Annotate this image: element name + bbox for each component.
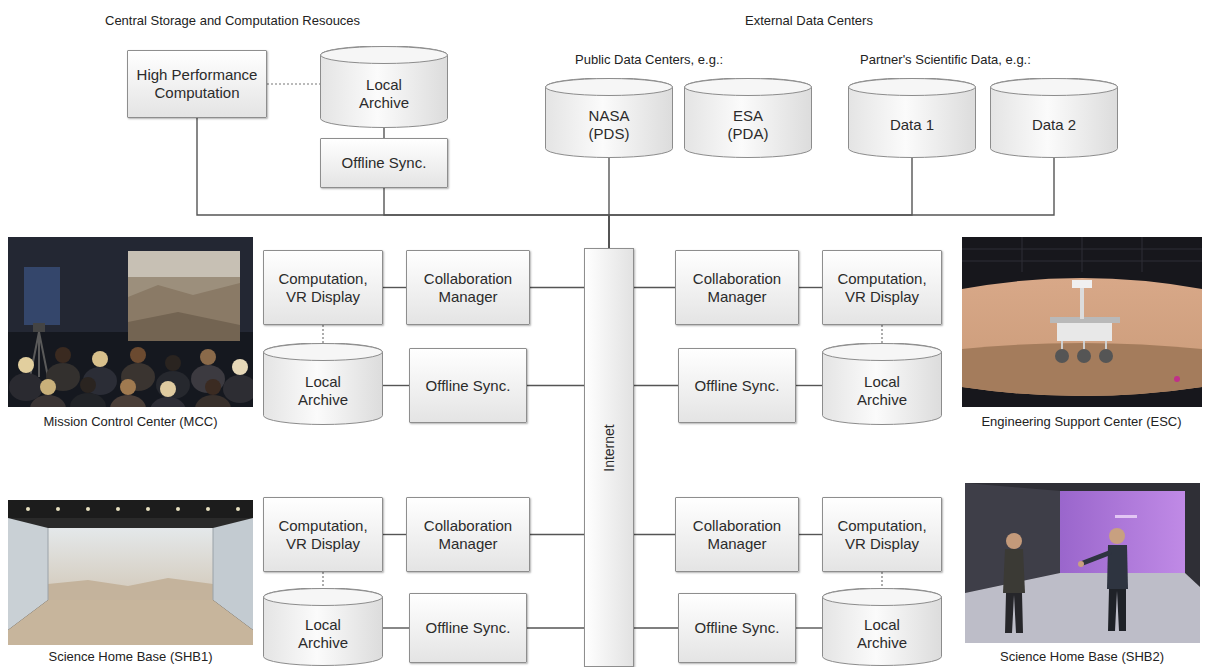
connector (384, 188, 609, 248)
box-label: Offline Sync. (426, 619, 511, 637)
box-label: NASA (PDS) (579, 107, 639, 143)
connector (322, 572, 323, 588)
connector (634, 627, 678, 628)
box-label: Local Archive (288, 616, 358, 652)
connector (634, 287, 675, 288)
connector (383, 385, 409, 386)
label-holder: Science Home Base (SHB1) (8, 647, 253, 665)
mcc-photo (8, 237, 253, 407)
connector (383, 627, 409, 628)
connector (796, 627, 822, 628)
connector (799, 534, 822, 535)
box-label: Computation, VR Display (832, 270, 932, 306)
box-label: Offline Sync. (695, 377, 780, 395)
process-box: Collaboration Manager (675, 250, 799, 325)
label-holder: Science Home Base (SHB2) (962, 647, 1202, 665)
esc-photo (962, 237, 1202, 407)
connector (634, 534, 675, 535)
process-box: Offline Sync. (678, 348, 796, 423)
photo-caption: Science Home Base (SHB1) (48, 649, 212, 665)
box-label: ESA (PDA) (718, 107, 778, 143)
database-cylinder: Local Archive (320, 46, 448, 128)
connector (383, 534, 406, 535)
box-label: Collaboration Manager (414, 517, 522, 553)
process-box: Offline Sync. (409, 593, 527, 663)
label-holder: Mission Control Center (MCC) (8, 412, 253, 430)
network-bar: Internet (584, 248, 634, 667)
box-label: Data 2 (1032, 116, 1076, 134)
box-label: Local Archive (847, 373, 917, 409)
connector (799, 287, 822, 288)
process-box: Computation, VR Display (263, 250, 383, 325)
connector (530, 287, 584, 288)
connector (527, 627, 584, 628)
label-holder: External Data Centers (745, 11, 873, 29)
label-holder: Central Storage and Computation Resouces (105, 11, 360, 29)
database-cylinder: Local Archive (822, 343, 942, 425)
box-label: Computation, VR Display (832, 517, 932, 553)
photo-caption: Science Home Base (SHB2) (1000, 649, 1164, 665)
connector (530, 534, 584, 535)
label-holder: Engineering Support Center (ESC) (958, 412, 1205, 430)
database-cylinder: NASA (PDS) (545, 78, 673, 158)
box-label: Computation, VR Display (273, 517, 373, 553)
box-label: High Performance Computation (135, 66, 259, 102)
box-label: Local Archive (847, 616, 917, 652)
box-label: Offline Sync. (695, 619, 780, 637)
process-box: Offline Sync. (678, 593, 796, 663)
database-cylinder: Local Archive (263, 588, 383, 666)
process-box: Computation, VR Display (822, 250, 942, 325)
box-label: Offline Sync. (426, 377, 511, 395)
connector (609, 158, 1054, 248)
connector (527, 385, 584, 386)
database-cylinder: ESA (PDA) (684, 78, 812, 158)
shb2-photo (965, 483, 1200, 643)
process-box: Collaboration Manager (406, 250, 530, 325)
database-cylinder: Local Archive (822, 588, 942, 666)
database-cylinder: Local Archive (263, 343, 383, 425)
connector (383, 287, 406, 288)
section-label: Public Data Centers, e.g.: (575, 52, 723, 68)
process-box: Computation, VR Display (822, 497, 942, 572)
box-label: Collaboration Manager (683, 517, 791, 553)
box-label: Computation, VR Display (273, 270, 373, 306)
process-box: Collaboration Manager (406, 497, 530, 572)
connector (322, 325, 323, 343)
connector (634, 385, 678, 386)
photo-caption: Engineering Support Center (ESC) (981, 414, 1181, 430)
box-label: Data 1 (890, 116, 934, 134)
process-box: Computation, VR Display (263, 497, 383, 572)
box-label: Local Archive (288, 373, 358, 409)
box-label: Collaboration Manager (683, 270, 791, 306)
process-box: Collaboration Manager (675, 497, 799, 572)
connector (881, 572, 882, 588)
box-label: Offline Sync. (342, 154, 427, 172)
label-holder: Partner's Scientific Data, e.g.: (860, 50, 1031, 68)
connector (796, 385, 822, 386)
connector (267, 83, 320, 84)
database-cylinder: Data 2 (990, 78, 1118, 158)
section-label: Central Storage and Computation Resouces (105, 13, 360, 29)
database-cylinder: Data 1 (848, 78, 976, 158)
photo-caption: Mission Control Center (MCC) (43, 414, 217, 430)
section-label: Partner's Scientific Data, e.g.: (860, 52, 1031, 68)
connector (609, 158, 912, 248)
box-label: Local Archive (349, 76, 419, 112)
connector (383, 128, 384, 138)
box-label: Collaboration Manager (414, 270, 522, 306)
section-label: External Data Centers (745, 13, 873, 29)
process-box: Offline Sync. (409, 348, 527, 423)
shb1-photo (8, 500, 253, 645)
network-label: Internet (600, 424, 618, 471)
process-box: Offline Sync. (320, 138, 448, 188)
label-holder: Public Data Centers, e.g.: (575, 50, 723, 68)
process-box: High Performance Computation (127, 50, 267, 118)
connector (881, 325, 882, 343)
